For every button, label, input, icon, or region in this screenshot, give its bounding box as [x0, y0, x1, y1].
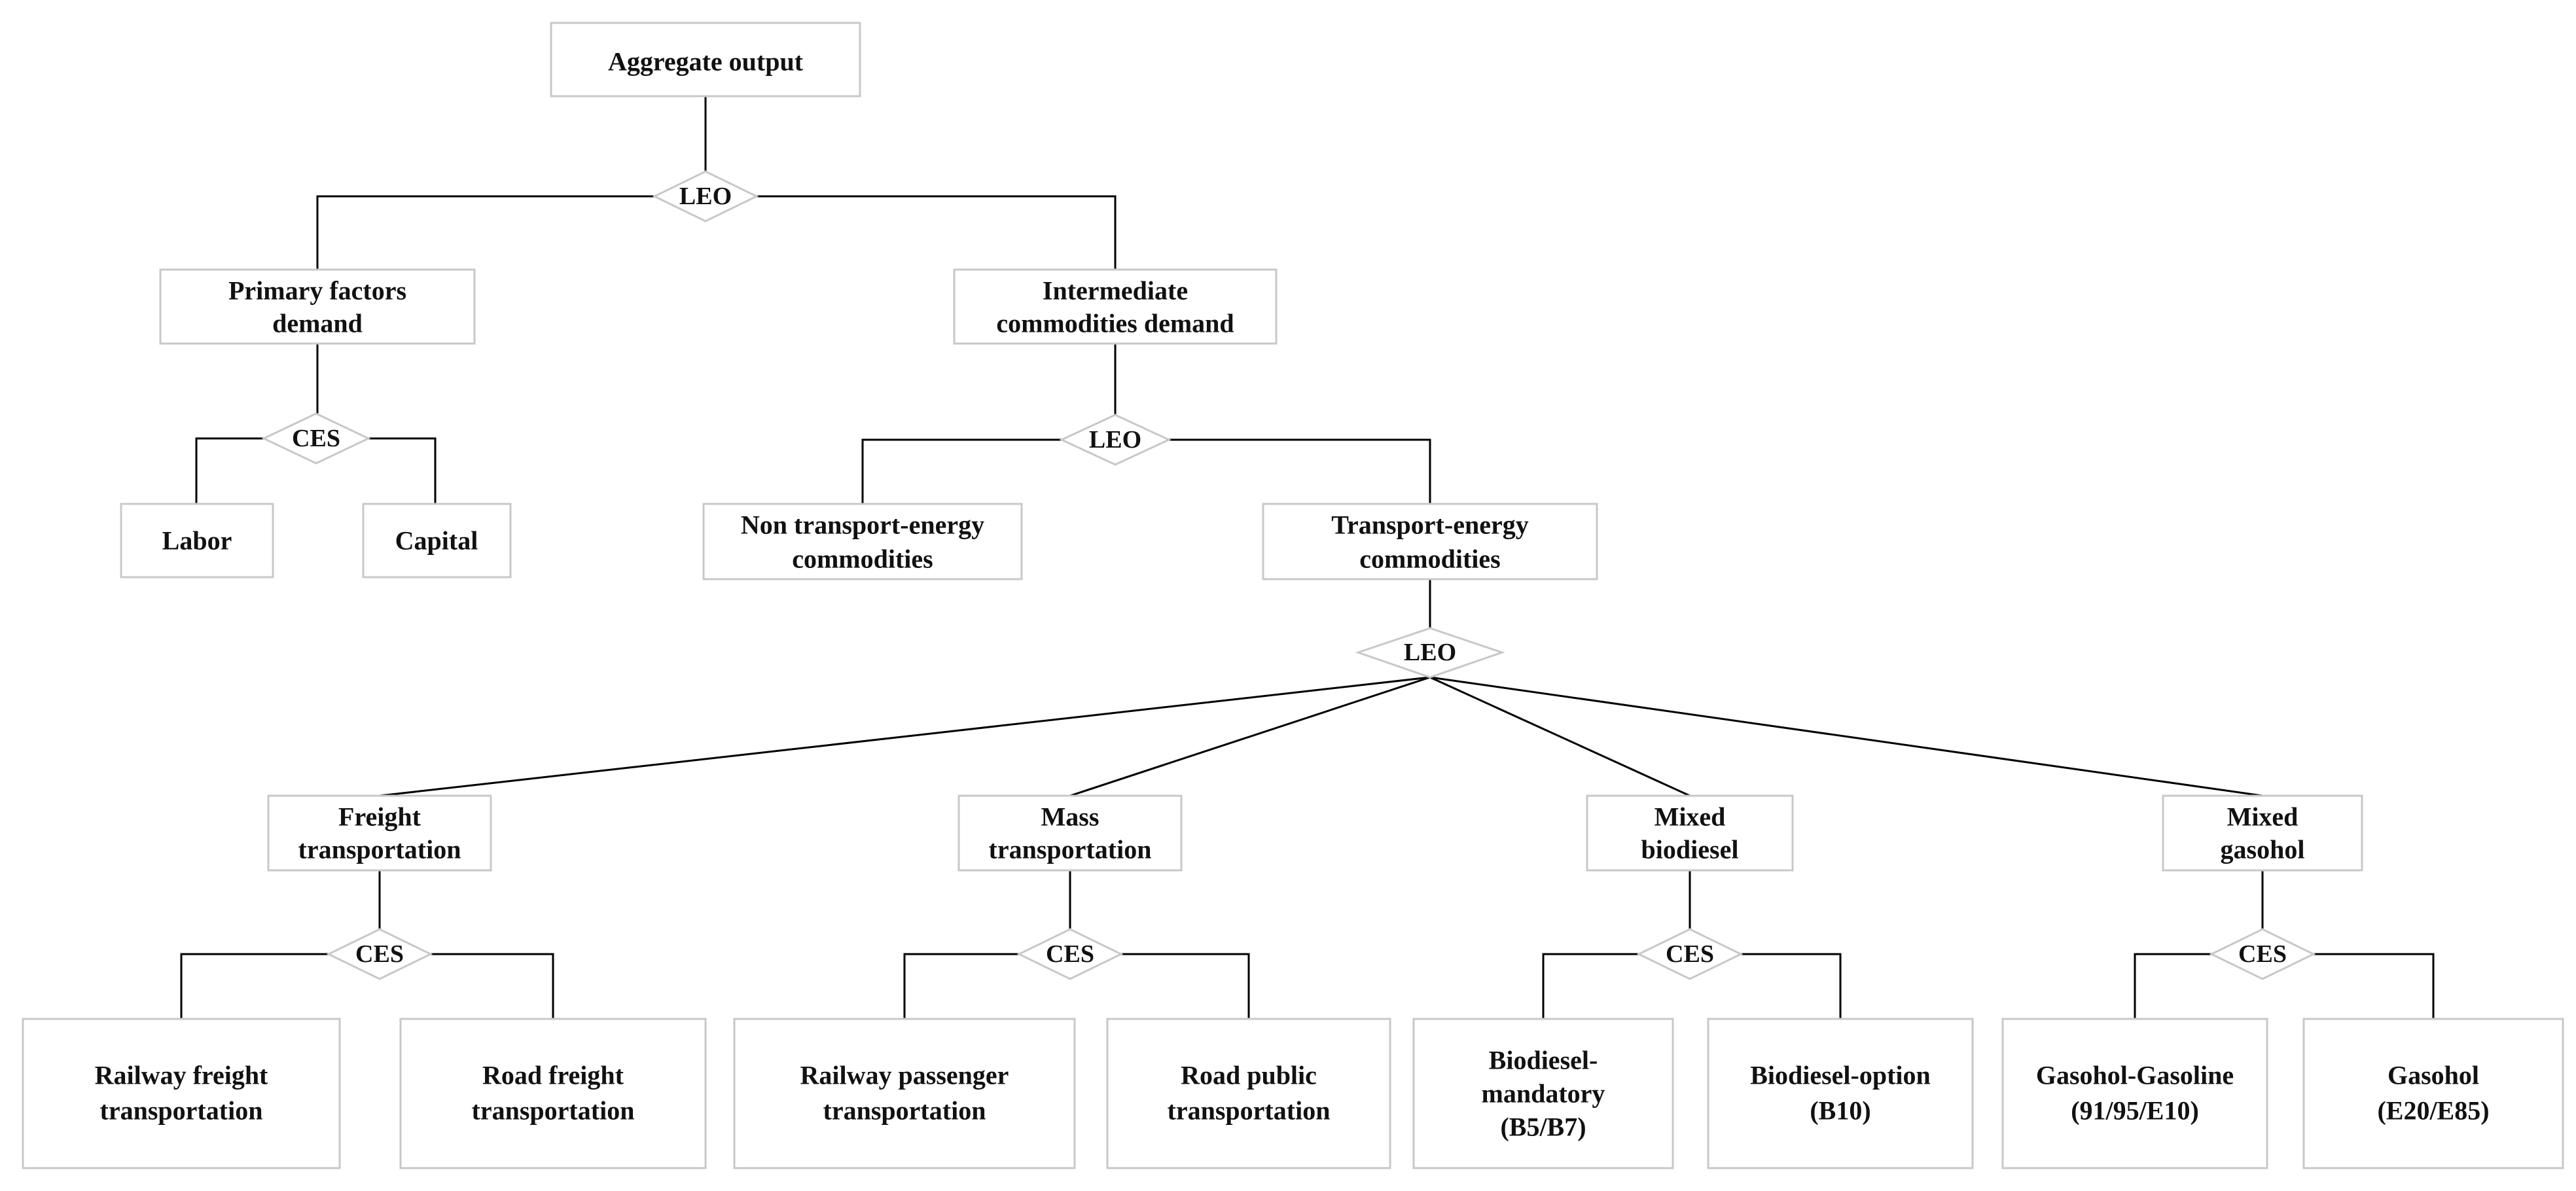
node-label: Non transport-energy [741, 510, 984, 540]
edge-leo-nontransport [861, 438, 1062, 504]
edge-ces-railpassenger [903, 953, 1019, 1019]
diamond-ces-primary: CES [261, 412, 371, 465]
node-freight-transportation: Freight transportation [267, 794, 492, 872]
diamond-label: CES [1666, 940, 1714, 968]
node-label: commodities demand [996, 309, 1234, 338]
edge-ces-railfreight [180, 953, 329, 1019]
node-label: Biodiesel-option [1750, 1061, 1931, 1090]
diamond-ces-gasohol: CES [2209, 928, 2316, 980]
edge-leo-mass [1069, 676, 1431, 797]
edge-leo-biodiesel [1429, 676, 1690, 797]
node-label: commodities [1359, 544, 1501, 574]
node-label: Labor [162, 526, 232, 556]
edge-ces-roadfreight [431, 953, 554, 1019]
edge-ces-capital [368, 437, 437, 504]
node-label: transportation [989, 835, 1152, 864]
diamond-label: LEO [679, 183, 732, 210]
node-label: Aggregate output [608, 47, 804, 77]
diamond-label: CES [292, 425, 340, 452]
node-label: Road freight [482, 1061, 624, 1090]
connectors [180, 96, 2435, 1019]
node-non-transport-energy: Non transport-energy commodities [702, 503, 1023, 580]
node-label: Mass [1041, 802, 1100, 832]
node-labor: Labor [120, 503, 274, 578]
node-label: Primary factors [228, 276, 406, 306]
node-railway-freight: Railway freight transportation [22, 1018, 341, 1169]
node-road-freight: Road freight transportation [399, 1018, 707, 1169]
node-label: (B10) [1810, 1096, 1870, 1126]
node-label: Intermediate [1043, 276, 1188, 306]
edge-leo-freight [379, 676, 1431, 797]
node-label: mandatory [1482, 1079, 1605, 1109]
node-railway-passenger: Railway passenger transportation [733, 1018, 1076, 1169]
node-gasohol-gasoline: Gasohol-Gasoline (91/95/E10) [2001, 1018, 2268, 1169]
node-label: transportation [100, 1096, 263, 1126]
edge-leo-transport [1169, 438, 1431, 504]
node-label: Gasohol [2388, 1061, 2479, 1090]
node-primary-factors: Primary factors demand [159, 268, 476, 345]
node-label: Freight [338, 802, 421, 832]
edge-ces-biooption [1741, 953, 1842, 1019]
diamond-label: LEO [1089, 426, 1141, 453]
node-biodiesel-mandatory: Biodiesel- mandatory (B5/B7) [1412, 1018, 1674, 1169]
node-label: commodities [792, 544, 933, 574]
diamond-ces-freight: CES [326, 928, 433, 980]
node-label: Mixed [2227, 802, 2299, 832]
node-label: Mixed [1655, 802, 1726, 832]
node-label: Railway passenger [800, 1061, 1009, 1090]
node-label: transportation [472, 1096, 635, 1126]
edge-leo-intermediate [757, 195, 1117, 270]
node-transport-energy: Transport-energy commodities [1262, 503, 1598, 580]
node-biodiesel-option: Biodiesel-option (B10) [1707, 1018, 1974, 1169]
diamond-leo-intermediate: LEO [1059, 414, 1172, 466]
edge-leo-gasohol [1429, 676, 2263, 797]
node-label: (91/95/E10) [2071, 1096, 2199, 1126]
node-label: Biodiesel- [1489, 1046, 1598, 1075]
edge-ces-roadpublic [1121, 953, 1250, 1019]
edge-ces-labor [195, 437, 264, 504]
node-gasohol-e20-e85: Gasohol (E20/E85) [2302, 1018, 2564, 1169]
edge-ces-gasgasoline [2134, 953, 2211, 1019]
node-label: (E20/E85) [2377, 1096, 2489, 1126]
diamond-ces-mass: CES [1016, 928, 1124, 980]
diamond-label: CES [1046, 940, 1094, 968]
node-label: Road public [1181, 1061, 1317, 1090]
edge-ces-biomandatory [1542, 953, 1639, 1019]
node-mixed-biodiesel: Mixed biodiesel [1586, 794, 1794, 872]
edge-ces-gase20 [2314, 953, 2435, 1019]
diamond-label: LEO [1404, 639, 1456, 666]
node-road-public: Road public transportation [1106, 1018, 1391, 1169]
node-label: biodiesel [1641, 835, 1739, 864]
node-label: transportation [298, 835, 461, 864]
node-label: Gasohol-Gasoline [2036, 1061, 2234, 1090]
node-label: (B5/B7) [1500, 1112, 1586, 1142]
diamond-label: CES [2238, 940, 2287, 968]
node-label: transportation [823, 1096, 986, 1126]
node-label: gasohol [2221, 835, 2305, 864]
node-intermediate-commodities: Intermediate commodities demand [953, 268, 1278, 345]
node-mass-transportation: Mass transportation [957, 794, 1183, 872]
diamond-leo-transport: LEO [1355, 627, 1505, 679]
diamond-label: CES [355, 940, 404, 968]
node-label: Railway freight [95, 1061, 268, 1090]
diamond-ces-biodiesel: CES [1636, 928, 1744, 980]
node-label: transportation [1168, 1096, 1331, 1126]
node-capital: Capital [362, 503, 512, 578]
node-mixed-gasohol: Mixed gasohol [2162, 794, 2363, 872]
edge-leo-primary [316, 195, 654, 270]
node-label: demand [272, 309, 363, 338]
diamond-leo-top: LEO [652, 170, 759, 222]
node-label: Capital [395, 526, 478, 556]
node-aggregate-output: Aggregate output [550, 22, 861, 98]
node-label: Transport-energy [1331, 510, 1528, 540]
